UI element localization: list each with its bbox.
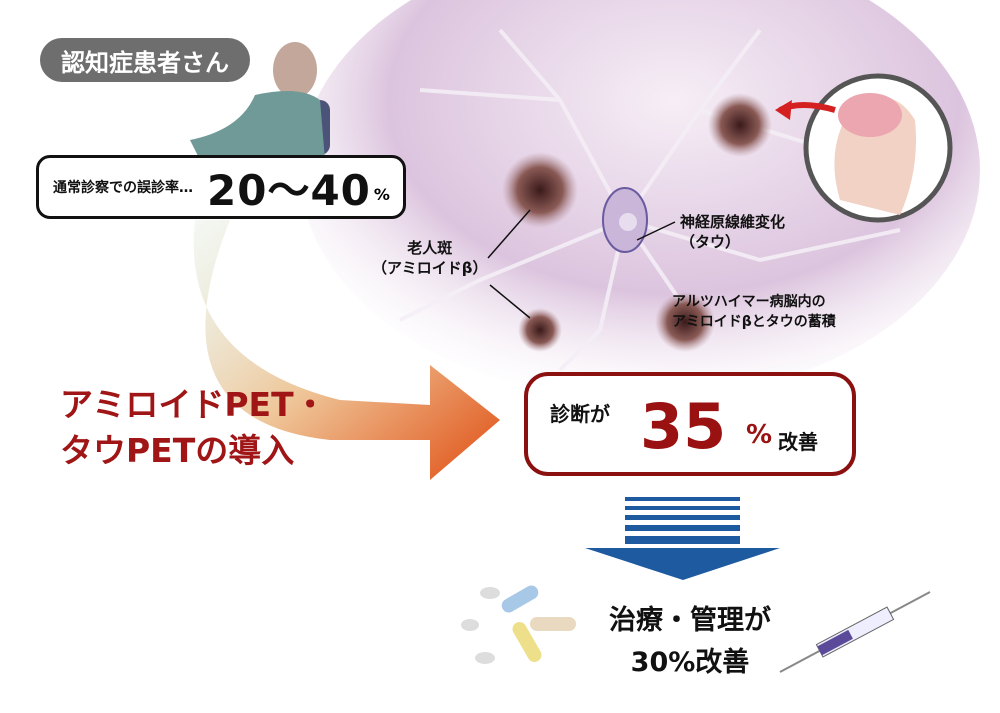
diagnosis-improvement-box: 診断が 35 % 改善 <box>524 372 856 476</box>
patient-label: 認知症患者さん <box>40 38 250 82</box>
plaque-label-line: 老人斑 <box>407 239 453 257</box>
accumulation-label: アルツハイマー病脳内の アミロイドβとタウの蓄積 <box>672 292 836 332</box>
intro-line: タウPETの導入 <box>60 431 295 470</box>
treatment-line: 30%改善 <box>630 647 750 678</box>
patient-in-wheelchair <box>190 42 330 160</box>
accumulation-label-line: アミロイドβとタウの蓄積 <box>672 314 836 330</box>
neuron-background <box>300 0 980 400</box>
introduction-arrow <box>193 220 500 480</box>
misdiagnosis-box: 通常診察での誤診率… 20〜40 % <box>36 155 406 219</box>
misdiagnosis-value: 20〜40 <box>207 165 371 215</box>
plaque-label-line: （アミロイドβ） <box>372 259 488 277</box>
pet-introduction-text: アミロイドPET・ タウPETの導入 <box>60 382 327 474</box>
misdiagnosis-unit: % <box>373 184 390 204</box>
accumulation-label-line: アルツハイマー病脳内の <box>672 294 826 310</box>
syringe-icon <box>779 591 931 673</box>
plaque-label: 老人斑 （アミロイドβ） <box>372 238 487 278</box>
diagnosis-unit: % <box>746 420 773 450</box>
tangle-label: 神経原線維変化 （タウ） <box>680 212 785 252</box>
brain-head-icon <box>775 73 953 223</box>
diagnosis-prefix: 診断が <box>550 402 610 426</box>
down-arrow <box>585 497 780 580</box>
intro-line: アミロイドPET・ <box>60 385 327 424</box>
amyloid-plaques <box>502 93 772 352</box>
treatment-line: 治療・管理が <box>609 605 771 636</box>
tangle-label-line: （タウ） <box>680 233 741 251</box>
treatment-improvement-text: 治療・管理が 30%改善 <box>580 600 800 684</box>
diagnosis-value: 35 <box>640 390 727 463</box>
misdiagnosis-label: 通常診察での誤診率… <box>53 180 193 196</box>
diagnosis-suffix: 改善 <box>778 430 818 454</box>
pills-icon <box>461 585 576 664</box>
leader-lines <box>487 209 676 319</box>
tangle-label-line: 神経原線維変化 <box>680 213 786 231</box>
